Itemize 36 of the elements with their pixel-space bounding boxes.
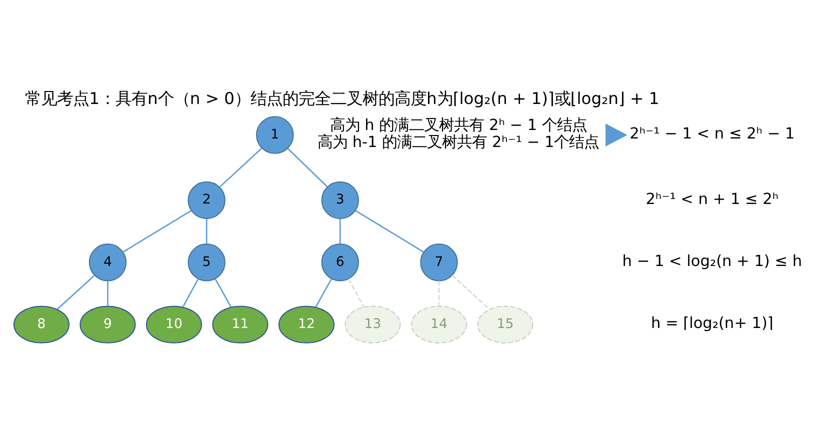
node-circle: 5 [187, 243, 225, 281]
node-circle: 1 [256, 116, 294, 154]
connector [286, 148, 328, 187]
connector [347, 278, 364, 307]
connector [354, 210, 424, 252]
connector [122, 210, 191, 252]
connector [438, 280, 440, 306]
node-circle: 3 [320, 180, 358, 219]
node-ellipse: 15 [476, 305, 533, 343]
node-ellipse: 9 [79, 305, 136, 343]
connector [205, 218, 207, 244]
node-circle: 2 [187, 180, 225, 219]
node-circle: 4 [88, 243, 126, 281]
connector [314, 278, 332, 307]
connector [214, 278, 232, 307]
node-text: 2ʰ⁻¹ − 1 < n ≤ 2ʰ − 1 [629, 124, 794, 142]
node-ellipse: 11 [212, 305, 268, 343]
label: 2ʰ⁻¹ < n + 1 ≤ 2ʰ [645, 189, 778, 208]
connector [218, 147, 262, 188]
node-ellipse: 10 [145, 305, 202, 343]
node-ellipse: 12 [278, 305, 334, 343]
connector [56, 274, 95, 310]
connector [106, 280, 108, 306]
node-circle: 7 [420, 243, 458, 281]
diagram-title: 常见考点1：具有n个（n > 0）结点的完全二叉树的高度h为⌈log₂(n + 1)⌉或⌊log₂n⌋ + 1 [24, 88, 659, 108]
node-text: 高为 h 的满二叉树共有 2ʰ − 1 个结点 高为 h-1 的满二叉树共有 2ʰ⁻¹ − 1个结点 [317, 115, 599, 151]
label: h = ⌈log₂(n+ 1)⌉ [650, 314, 773, 332]
connector [182, 278, 198, 307]
connector [338, 218, 340, 244]
label: h − 1 < log₂(n + 1) ≤ h [622, 251, 802, 270]
node-ellipse: 13 [344, 305, 400, 343]
node-ellipse: 8 [12, 305, 69, 343]
node-ellipse: 14 [410, 305, 467, 343]
connector [451, 274, 490, 310]
arrow [605, 123, 627, 146]
node-circle: 6 [320, 243, 358, 281]
